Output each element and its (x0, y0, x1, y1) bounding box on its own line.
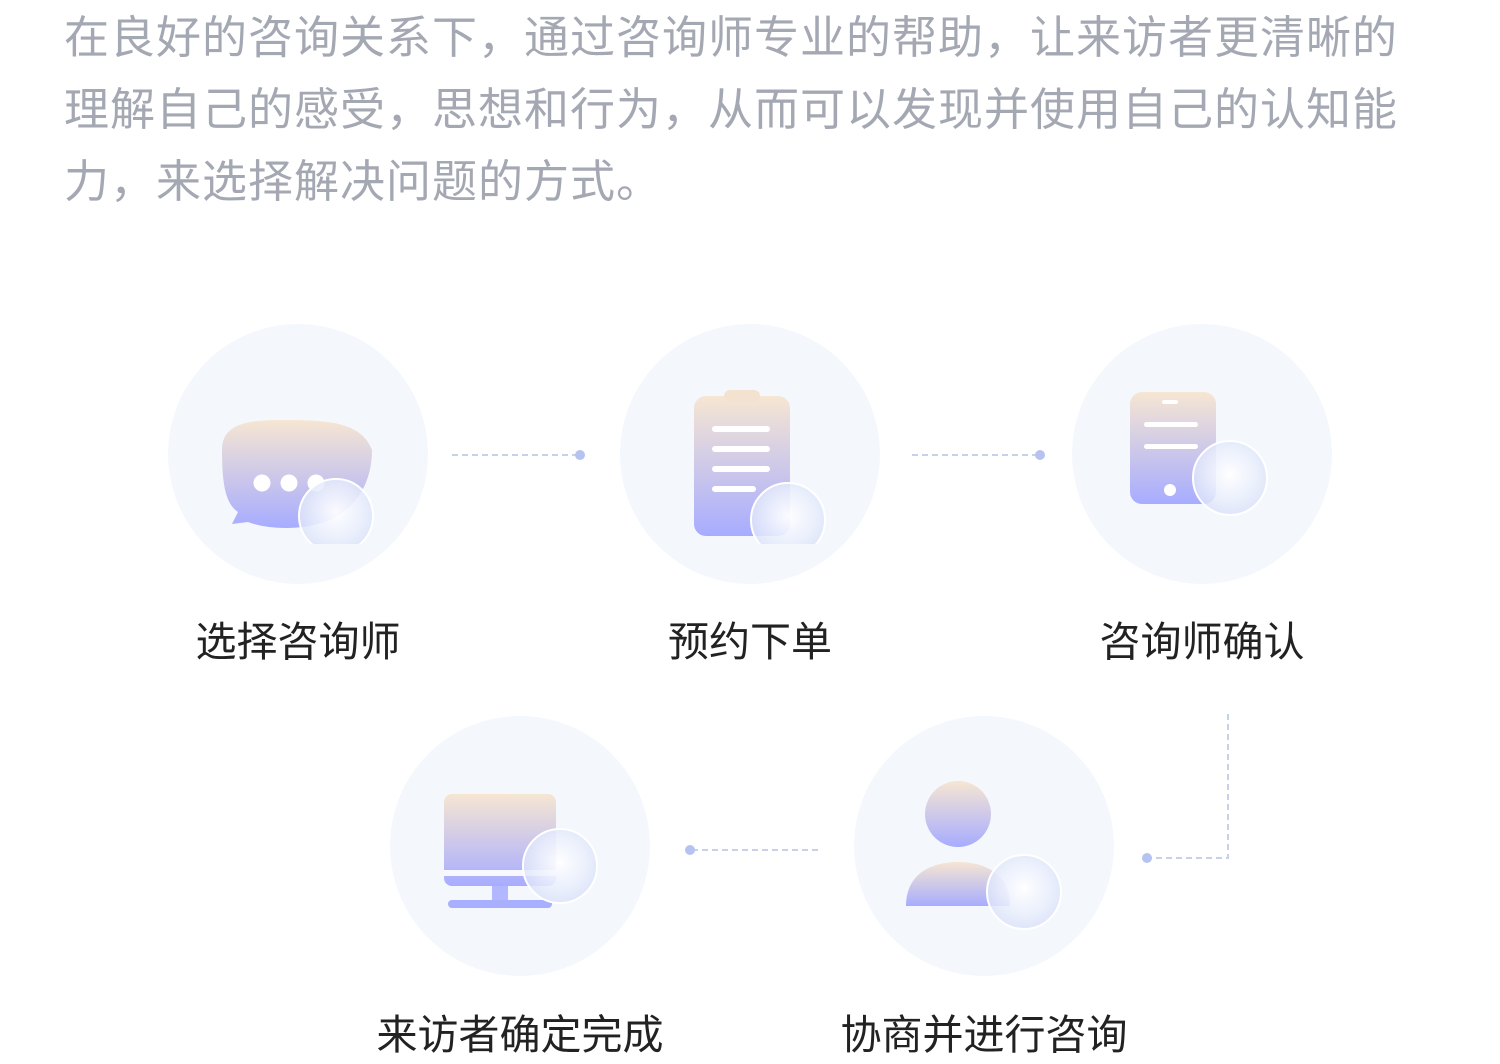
step-label: 来访者确定完成 (376, 1011, 664, 1059)
step-select-counselor[interactable]: 选择咨询师 (168, 324, 428, 724)
step-label: 预约下单 (668, 618, 832, 666)
step-negotiate-consult[interactable]: 协商并进行咨询 (841, 716, 1128, 1064)
step-circle (854, 716, 1114, 976)
step-visitor-complete[interactable]: 来访者确定完成 (377, 716, 664, 1064)
connector-1-2 (452, 450, 585, 460)
connector-4-5 (685, 845, 818, 855)
step-label: 咨询师确认 (1099, 618, 1305, 666)
step-book-order[interactable]: 预约下单 (620, 324, 880, 724)
intro-paragraph: 在良好的咨询关系下，通过咨询师专业的帮助，让来访者更清晰的理解自己的感受，思想和… (64, 11, 1399, 208)
step-label: 选择咨询师 (195, 618, 401, 666)
step-counselor-confirm[interactable]: 咨询师确认 (1072, 324, 1332, 724)
connector-3-4 (1142, 714, 1229, 863)
connector-2-3 (912, 450, 1045, 460)
clipboard-icon (694, 390, 826, 544)
monitor-icon (444, 794, 598, 908)
step-label: 协商并进行咨询 (840, 1011, 1128, 1059)
user-icon (906, 781, 1062, 930)
chat-bubble-icon (222, 420, 374, 544)
smartphone-icon (1130, 392, 1268, 516)
